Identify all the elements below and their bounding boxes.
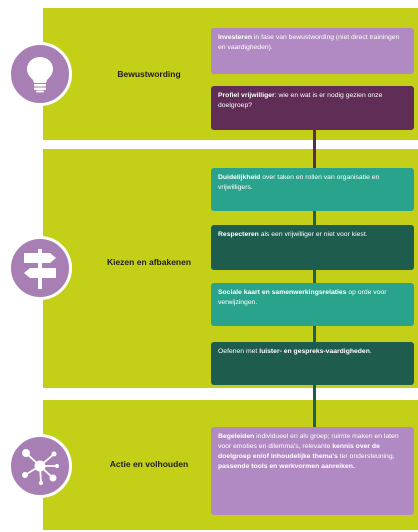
step-keyword: Profiel vrijwilliger (218, 92, 275, 99)
step-keyword: Investeren (218, 34, 253, 41)
step-keyword: Sociale kaart en samenwerkingsrelaties (218, 289, 347, 296)
connector-line (313, 370, 316, 428)
step-text: in fase van bewustwording (niet direct t… (218, 34, 400, 51)
step-text: over taken en rollen van organisatie en … (218, 174, 380, 191)
step-keyword: passende tools en werkvormen aanreiken. (218, 463, 355, 470)
phase-label: Bewustwording (117, 69, 181, 79)
phase-label: Kiezen en afbakenen (106, 257, 192, 267)
step-keyword: Respecteren (218, 231, 259, 238)
step-text: . (369, 348, 372, 355)
step-box-sociale-kaart: Sociale kaart en samenwerkingsrelaties o… (211, 283, 414, 326)
step-text: : wie en wat is er nodig gezien onze doe… (218, 92, 383, 109)
phase-label: Actie en volhouden (109, 459, 189, 469)
step-box-investeren: Investeren in fase van bewustwording (ni… (211, 28, 414, 74)
step-text: individueel en als groep; ruimte maken e… (218, 433, 399, 450)
connector-line (313, 190, 316, 370)
step-box-oefenen: Oefenen met luister- en gespreks-vaardig… (211, 342, 414, 385)
step-text: Oefenen met (218, 348, 260, 355)
network-icon (8, 434, 72, 498)
step-text: ter ondersteuning, (337, 453, 395, 460)
step-keyword: Duidelijkheid (218, 174, 261, 181)
step-box-respecteren: Respecteren als een vrijwilliger er niet… (211, 225, 414, 270)
step-keyword: Begeleiden (218, 433, 255, 440)
step-box-profiel: Profiel vrijwilliger: wie en wat is er n… (211, 86, 414, 130)
lightbulb-icon (8, 42, 72, 106)
step-keyword: luister- en gespreks-vaardigheden (259, 348, 370, 355)
connector-line (313, 126, 316, 168)
step-box-begeleiden: Begeleiden individueel en als groep; rui… (211, 427, 414, 515)
step-text: als een vrijwilliger er niet voor kiest. (258, 231, 368, 238)
step-keyword: kennis over de doelgroep en/of inhoudeli… (218, 443, 380, 460)
step-box-duidelijkheid: Duidelijkheid over taken en rollen van o… (211, 168, 414, 211)
step-text: op orde voor verwijzingen. (218, 289, 387, 306)
signpost-icon (8, 236, 72, 300)
